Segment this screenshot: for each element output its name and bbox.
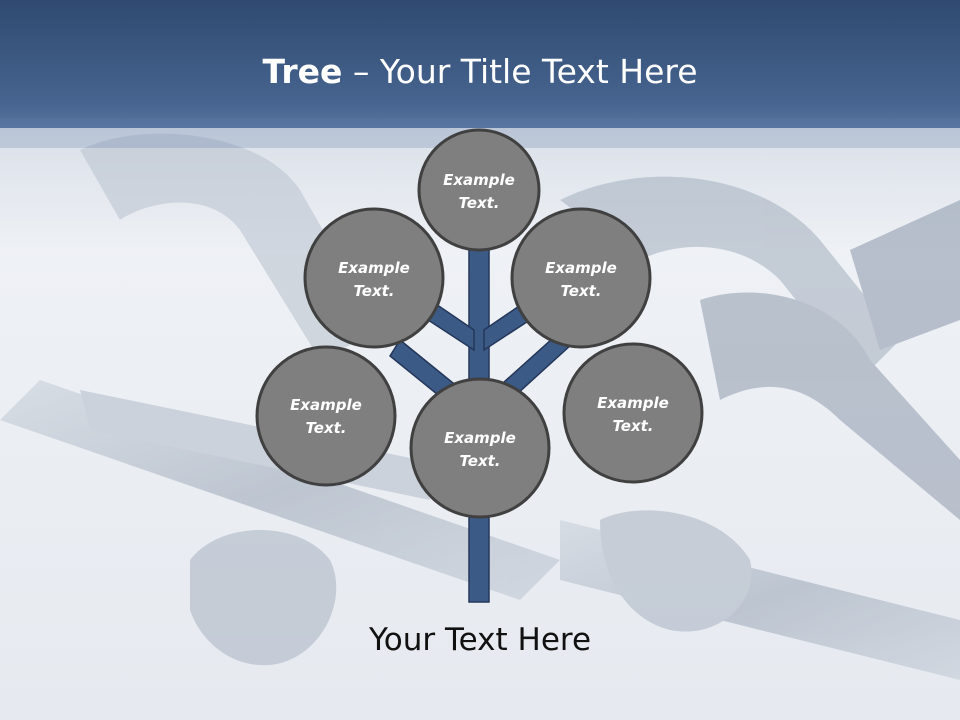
node-top: Example Text. [417,128,541,252]
node-label-line1: Example [597,394,669,412]
title-bold: Tree [262,52,343,91]
node-label-line1: Example [338,259,410,277]
node-center: Example Text. [409,377,551,519]
node-circle [409,377,551,519]
node-label-line1: Example [290,396,362,414]
node-label-line1: Example [444,429,516,447]
node-label-line2: Text. [612,417,653,435]
node-circle [303,207,445,349]
node-label-line1: Example [545,259,617,277]
node-circle [417,128,541,252]
node-label-line2: Text. [458,194,499,212]
node-upper-right: Example Text. [510,207,652,349]
footer-text: Your Text Here [368,622,592,658]
title-rest: – Your Title Text Here [342,52,698,91]
node-upper-left: Example Text. [303,207,445,349]
node-circle [562,342,704,484]
node-label-line1: Example [443,171,515,189]
node-lower-left: Example Text. [255,345,397,487]
node-label-line2: Text. [560,282,601,300]
slide-title: Tree – Your Title Text Here [0,52,960,91]
node-label-line2: Text. [305,419,346,437]
node-circle [510,207,652,349]
node-lower-right: Example Text. [562,342,704,484]
node-circle [255,345,397,487]
node-label-line2: Text. [353,282,394,300]
node-label-line2: Text. [459,452,500,470]
